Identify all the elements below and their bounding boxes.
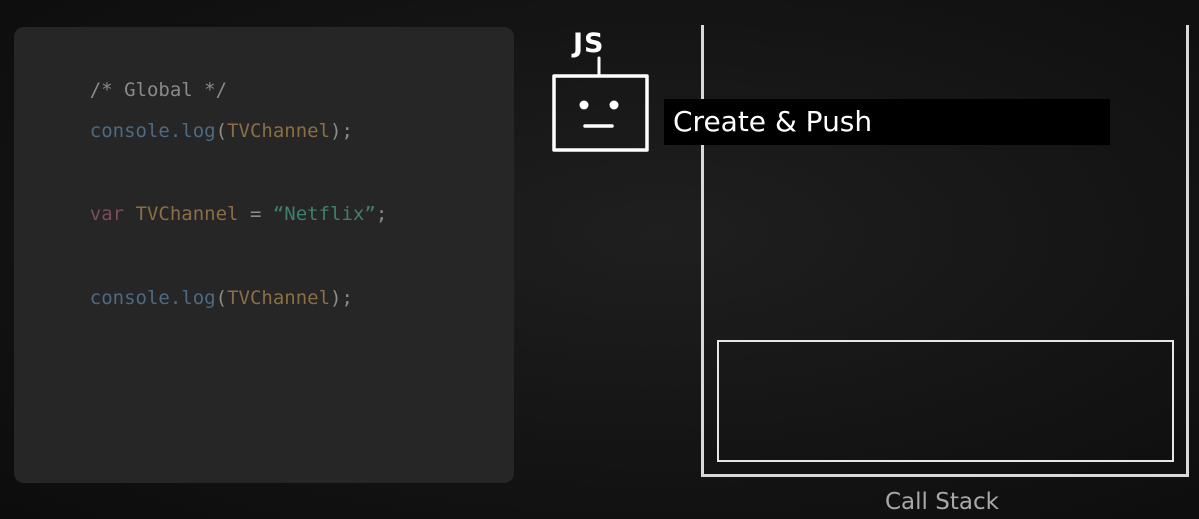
create-push-banner <box>664 99 1110 145</box>
close-paren: ); <box>330 287 353 309</box>
code-panel: /* Global */ console.log(TVChannel); var… <box>14 27 514 483</box>
console-log-call: console.log <box>89 287 216 309</box>
argument-identifier: TVChannel <box>227 287 331 309</box>
code-line-var-declaration: var TVChannel = “Netflix”; <box>44 178 388 250</box>
open-paren: ( <box>215 120 228 142</box>
global-execution-context-frame <box>717 340 1174 462</box>
robot-icon <box>552 56 649 152</box>
argument-identifier: TVChannel <box>227 120 331 142</box>
assign-operator: = <box>249 203 262 225</box>
call-stack-container <box>701 25 1189 477</box>
call-stack-label: Call Stack <box>885 489 999 515</box>
variable-name: TVChannel <box>135 203 239 225</box>
code-comment: /* Global */ <box>44 54 227 126</box>
semicolon: ; <box>375 203 388 225</box>
console-log-call: console.log <box>89 120 216 142</box>
open-paren: ( <box>215 287 228 309</box>
comment-text: /* Global */ <box>89 79 228 101</box>
js-engine-label: JS <box>573 28 605 59</box>
string-literal: “Netflix” <box>272 203 376 225</box>
close-paren: ); <box>330 120 353 142</box>
create-push-text: Create & Push <box>673 105 873 138</box>
var-keyword: var <box>89 203 125 225</box>
code-line-console-log-1: console.log(TVChannel); <box>44 95 353 167</box>
code-line-console-log-2: console.log(TVChannel); <box>44 262 353 334</box>
